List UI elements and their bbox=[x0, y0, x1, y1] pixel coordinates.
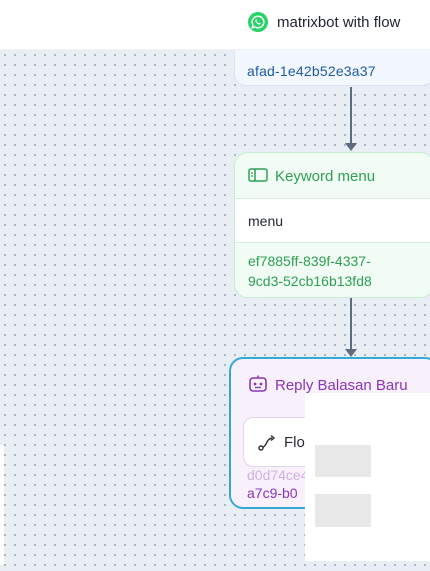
bot-icon bbox=[248, 375, 268, 398]
skeleton-block bbox=[315, 445, 371, 477]
node-id-line-2: 9cd3-52cb16b13fd8 bbox=[248, 273, 372, 289]
top-bar: matrixbot with flow bbox=[0, 0, 430, 50]
node-title: Keyword menu bbox=[275, 168, 376, 185]
flow-node-previous[interactable]: afad-1e42b52e3a37 bbox=[234, 50, 430, 86]
canvas-edge bbox=[0, 445, 4, 565]
edge-connector-1 bbox=[350, 87, 352, 144]
keyword-value: menu bbox=[248, 213, 284, 229]
node-id-line-1: ef7885ff-839f-4337- bbox=[248, 253, 371, 269]
skeleton-block bbox=[315, 494, 371, 527]
flow-route-icon bbox=[258, 434, 276, 451]
edge-connector-2 bbox=[350, 298, 352, 350]
edge-arrow-2 bbox=[345, 349, 357, 357]
node-title: Reply Balasan Baru bbox=[275, 377, 408, 394]
keyword-menu-icon bbox=[248, 167, 268, 188]
keyword-menu-node[interactable]: Keyword menu menu ef7885ff-839f-4337- 9c… bbox=[234, 152, 430, 298]
whatsapp-icon bbox=[248, 12, 268, 32]
keyword-value-box: menu bbox=[235, 198, 430, 243]
loading-overlay bbox=[305, 393, 430, 561]
edge-arrow-1 bbox=[345, 143, 357, 151]
node-id: afad-1e42b52e3a37 bbox=[247, 63, 376, 79]
node-header: Keyword menu bbox=[235, 153, 430, 197]
node-id-line-2: a7c9-b0 bbox=[247, 485, 298, 501]
app-title: matrixbot with flow bbox=[277, 14, 401, 31]
